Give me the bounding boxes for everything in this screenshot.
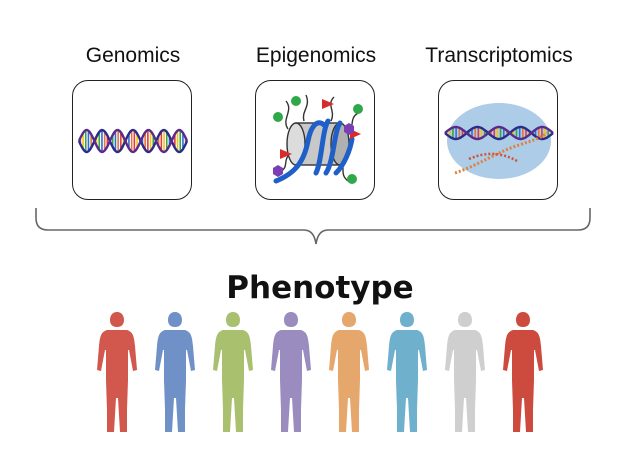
human-silhouette-icon — [153, 310, 197, 441]
rna-transcription-icon — [444, 103, 554, 179]
omics-label-epigenomics: Epigenomics — [255, 44, 377, 67]
human-silhouette-icon — [269, 310, 313, 441]
human-silhouette-icon — [211, 310, 255, 441]
genomics-card — [72, 80, 192, 200]
dna-double-helix-icon — [77, 128, 189, 154]
grouping-brace — [35, 208, 591, 245]
dna-backbone — [444, 125, 554, 141]
dna-backbone — [77, 128, 189, 154]
dna-backbone — [77, 128, 189, 154]
human-silhouette-icon — [443, 310, 487, 441]
human-silhouette-icon — [327, 310, 371, 441]
transcriptomics-card — [438, 80, 558, 200]
human-silhouette-icon — [501, 310, 545, 441]
epigenomics-card — [255, 80, 375, 200]
human-silhouette-icon — [385, 310, 429, 441]
phenotype-title: Phenotype — [226, 270, 414, 306]
nucleosome-histone-icon — [273, 94, 363, 184]
omics-label-genomics: Genomics — [85, 44, 181, 67]
human-silhouette-icon — [95, 310, 139, 441]
dna-backbone — [444, 125, 554, 141]
omics-label-transcriptomics: Transcriptomics — [425, 44, 573, 67]
